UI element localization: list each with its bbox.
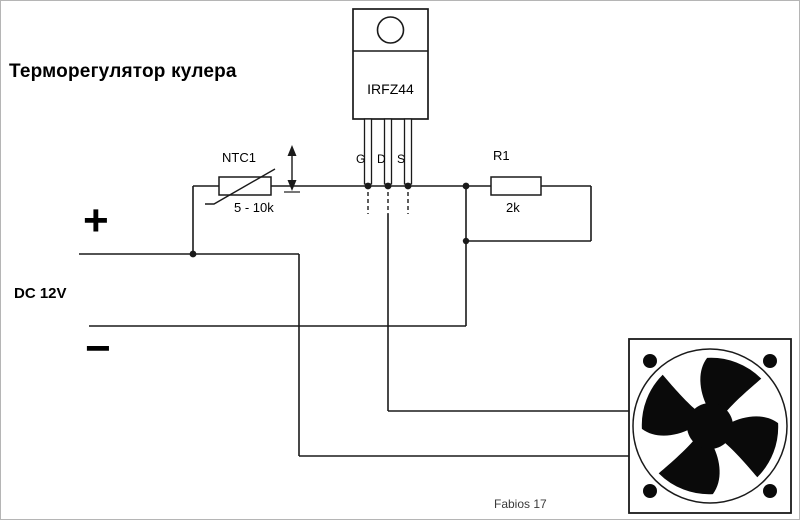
mosfet-label: IRFZ44 xyxy=(367,81,414,97)
resistor-value: 2k xyxy=(506,200,520,215)
fan-hub xyxy=(687,403,733,449)
supply-plus-sign: + xyxy=(83,196,109,245)
thermistor-diagonal-icon xyxy=(205,168,276,205)
pin-label-gate: G xyxy=(356,152,366,166)
thermistor-value: 5 - 10k xyxy=(234,200,274,215)
fan-drawing xyxy=(628,338,792,514)
junction-dot xyxy=(189,182,470,258)
pin-label-drain: D xyxy=(377,152,386,166)
mosfet-leg xyxy=(363,118,373,185)
fan-mounting-hole xyxy=(643,354,777,498)
mosfet-mounting-hole xyxy=(376,16,405,44)
mosfet-leg xyxy=(403,118,413,185)
adjust-arrow-icon xyxy=(284,145,300,193)
wire xyxy=(79,185,629,457)
supply-label: DC 12V xyxy=(14,285,67,302)
resistor-label: R1 xyxy=(493,148,510,163)
resistor-body xyxy=(490,176,542,196)
page-title: Терморегулятор кулера xyxy=(9,61,237,82)
fan-blade xyxy=(641,357,779,495)
author-credit: Fabios 17 xyxy=(494,497,547,511)
pin-label-source: S xyxy=(397,152,406,166)
pin-dashed-wire xyxy=(367,192,409,214)
thermistor-label: NTC1 xyxy=(222,150,256,165)
supply-minus-sign: − xyxy=(85,324,111,373)
mosfet-package xyxy=(352,8,429,185)
